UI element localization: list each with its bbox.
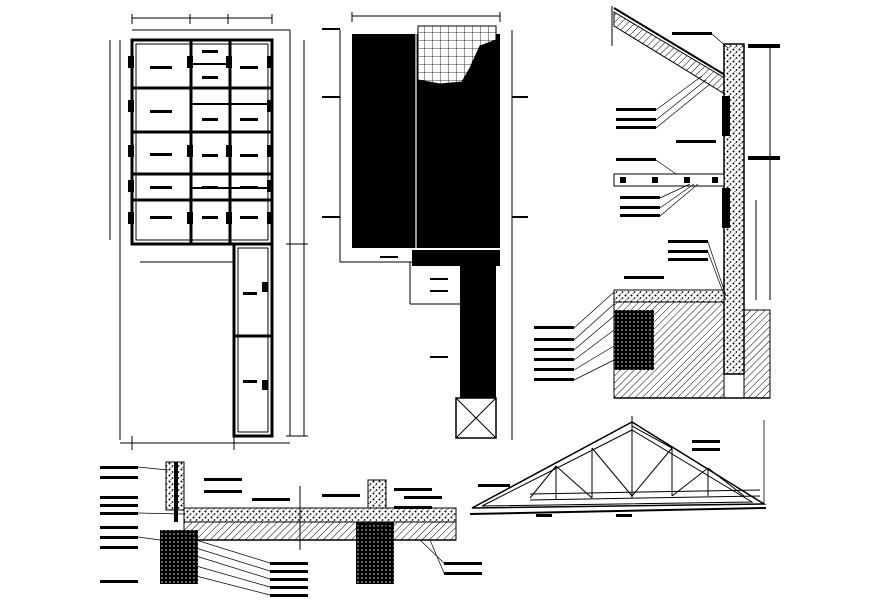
roof-truss-elevation	[469, 416, 767, 517]
floor-plan	[109, 14, 308, 450]
wall-section	[534, 6, 780, 399]
footing-section	[100, 461, 482, 597]
foundation-plan	[322, 12, 528, 440]
